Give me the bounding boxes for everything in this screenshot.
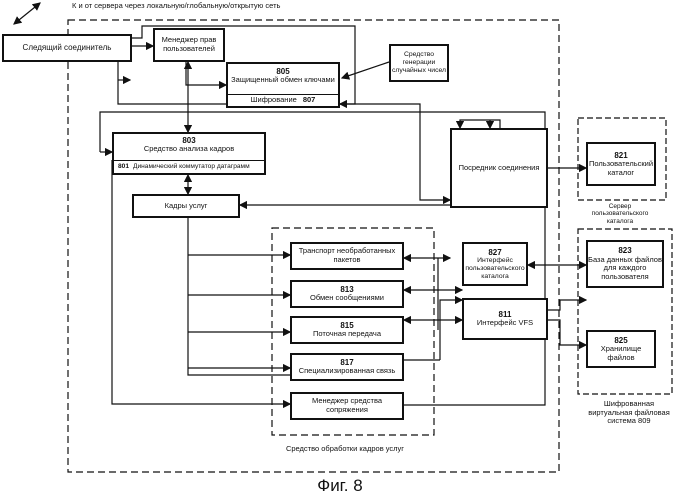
service-processing-label: Средство обработки кадров услуг bbox=[230, 445, 460, 454]
vfs-interface-block: 811 Интерфейс VFS bbox=[462, 298, 548, 340]
vfs-interface-label: Интерфейс VFS bbox=[477, 319, 533, 328]
secure-exchange-label: Защищенный обмен ключами bbox=[231, 76, 335, 85]
encryption-number: 807 bbox=[303, 96, 316, 105]
tracking-connector-block: Следящий соединитель bbox=[2, 34, 132, 62]
streaming-block: 815 Поточная передача bbox=[290, 316, 404, 344]
encrypted-vfs-label: Шифрованная виртуальная файловая система… bbox=[582, 400, 676, 426]
user-catalog-interface-number: 827 bbox=[488, 248, 501, 257]
interface-manager-block: Менеджер средства сопряжения bbox=[290, 392, 404, 420]
messaging-label: Обмен сообщениями bbox=[310, 294, 384, 303]
frame-analysis-block: 803 Средство анализа кадров 801 Динамиче… bbox=[112, 132, 266, 175]
special-comm-label: Специализированная связь bbox=[299, 367, 396, 376]
user-catalog-block: 821 Пользовательский каталог bbox=[586, 142, 656, 186]
storage-label: Хранилище файлов bbox=[588, 345, 654, 362]
frame-analysis-label: Средство анализа кадров bbox=[144, 145, 234, 154]
streaming-label: Поточная передача bbox=[313, 330, 381, 339]
rng-block: Средство генерации случайных чисел bbox=[389, 44, 449, 82]
special-comm-block: 817 Специализированная связь bbox=[290, 353, 404, 381]
user-catalog-interface-label: Интерфейс пользовательского каталога bbox=[464, 257, 526, 280]
network-label: К и от сервера через локальную/глобальну… bbox=[72, 2, 372, 11]
service-frames-block: Кадры услуг bbox=[132, 194, 240, 218]
user-catalog-interface-block: 827 Интерфейс пользовательского каталога bbox=[462, 242, 528, 286]
datagram-switch-subblock: 801 Динамический коммутатор датаграмм bbox=[114, 160, 264, 173]
datagram-switch-number: 801 bbox=[118, 163, 129, 171]
datagram-switch-label: Динамический коммутатор датаграмм bbox=[133, 163, 250, 171]
user-db-block: 823 База данных файлов для каждого польз… bbox=[586, 240, 664, 288]
catalog-server-label: Сервер пользовательского каталога bbox=[580, 203, 660, 225]
encryption-subblock: Шифрование 807 bbox=[228, 94, 338, 106]
rights-manager-block: Менеджер прав пользователей bbox=[153, 28, 225, 62]
messaging-block: 813 Обмен сообщениями bbox=[290, 280, 404, 308]
connection-broker-block: Посредник соединения bbox=[450, 128, 548, 208]
storage-block: 825 Хранилище файлов bbox=[586, 330, 656, 368]
user-catalog-label: Пользовательский каталог bbox=[588, 160, 654, 177]
user-db-label: База данных файлов для каждого пользоват… bbox=[588, 256, 662, 282]
raw-transport-block: Транспорт необработанных пакетов bbox=[290, 242, 404, 270]
secure-exchange-block: 805 Защищенный обмен ключами Шифрование … bbox=[226, 62, 340, 108]
figure-caption: Фиг. 8 bbox=[300, 476, 380, 496]
encryption-label: Шифрование bbox=[251, 96, 297, 105]
